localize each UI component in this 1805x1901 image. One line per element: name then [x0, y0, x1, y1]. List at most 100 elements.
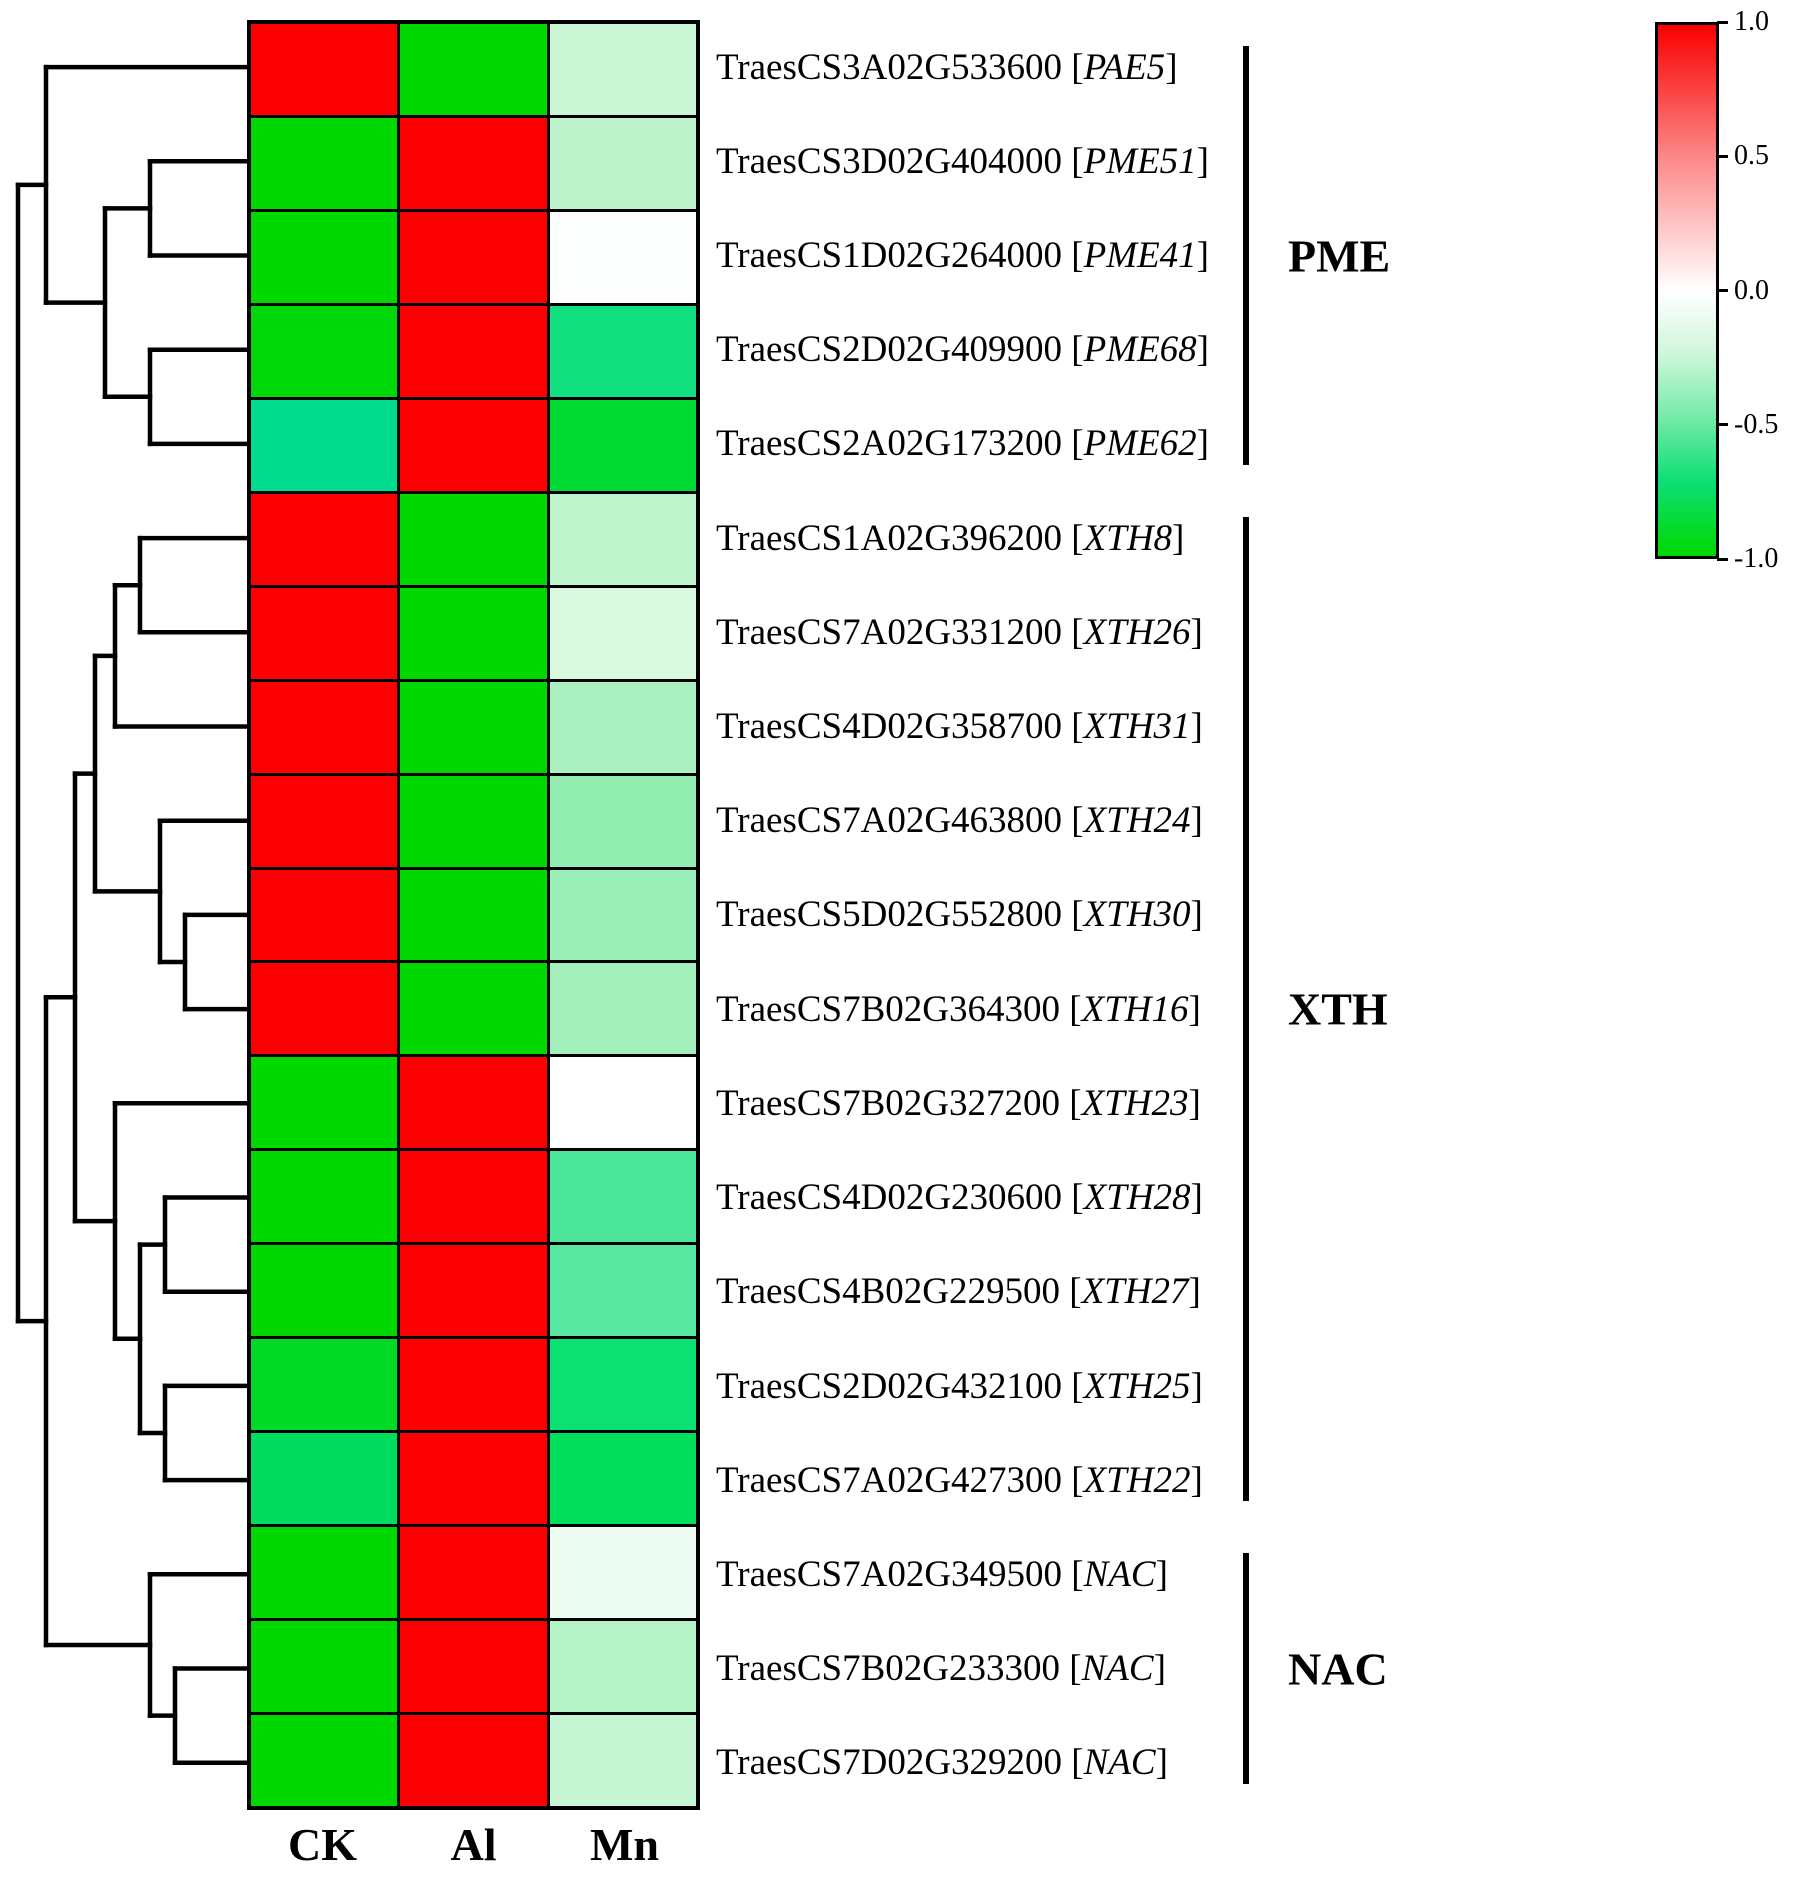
heatmap-cell	[400, 681, 547, 773]
colorbar-tick	[1717, 557, 1728, 561]
bracket: ]	[1188, 988, 1201, 1030]
bracket: ]	[1172, 517, 1185, 559]
colorbar-tick-label: -0.5	[1734, 408, 1779, 440]
gene-id: TraesCS4D02G230600 [	[716, 1177, 1084, 1219]
heatmap-cell	[251, 24, 398, 115]
group-bracket-xth	[1243, 517, 1249, 1502]
row-label: TraesCS1A02G396200 [XTH8]	[716, 491, 1184, 585]
heatmap-cell	[251, 399, 398, 491]
row-label: TraesCS4B02G229500 [XTH27]	[716, 1245, 1201, 1339]
heatmap-cell	[251, 211, 398, 303]
heatmap-cell	[549, 1057, 696, 1149]
group-bracket-nac	[1243, 1553, 1249, 1784]
heatmap-cell	[251, 587, 398, 679]
gene-name: XTH28	[1083, 1177, 1191, 1219]
bracket: ]	[1190, 1177, 1203, 1219]
gene-id: TraesCS7A02G427300 [	[716, 1459, 1084, 1501]
heatmap-cell	[251, 1245, 398, 1337]
gene-name: PME51	[1083, 140, 1197, 182]
group-label-pme: PME	[1288, 230, 1391, 282]
bracket: ]	[1190, 706, 1203, 748]
heatmap-cell	[251, 869, 398, 961]
gene-id: TraesCS7D02G329200 [	[716, 1742, 1084, 1784]
gene-id: TraesCS2D02G432100 [	[716, 1365, 1084, 1407]
heatmap-cell	[549, 399, 696, 491]
heatmap-cell	[400, 1245, 547, 1337]
heatmap-cell	[251, 493, 398, 585]
heatmap-cell	[400, 305, 547, 397]
row-label: TraesCS7A02G463800 [XTH24]	[716, 774, 1203, 868]
heatmap-cell	[400, 399, 547, 491]
gene-name: XTH8	[1083, 517, 1173, 559]
row-label: TraesCS7A02G427300 [XTH22]	[716, 1433, 1203, 1527]
row-label: TraesCS5D02G552800 [XTH30]	[716, 868, 1203, 962]
gene-id: TraesCS2D02G409900 [	[716, 329, 1084, 371]
heatmap-cell	[251, 1151, 398, 1243]
gene-id: TraesCS5D02G552800 [	[716, 894, 1084, 936]
bracket: ]	[1190, 1365, 1203, 1407]
heatmap-cell	[400, 1151, 547, 1243]
row-label: TraesCS2D02G409900 [PME68]	[716, 303, 1209, 397]
gene-name: XTH25	[1083, 1365, 1191, 1407]
heatmap-cell	[251, 305, 398, 397]
heatmap-cell	[549, 775, 696, 867]
heatmap-cell	[549, 1151, 696, 1243]
heatmap-cell	[549, 1621, 696, 1713]
gene-name: PME68	[1083, 329, 1197, 371]
colorbar-tick-label: 0.5	[1734, 140, 1769, 172]
group-label-nac: NAC	[1288, 1643, 1388, 1695]
gene-name: XTH22	[1083, 1459, 1191, 1501]
heatmap-cell	[251, 1433, 398, 1525]
gene-name: XTH16	[1081, 988, 1189, 1030]
gene-id: TraesCS4D02G358700 [	[716, 706, 1084, 748]
bracket: ]	[1190, 611, 1203, 653]
colorbar-tick	[1717, 154, 1728, 158]
group-bracket-pme	[1243, 46, 1249, 466]
heatmap-cell	[400, 869, 547, 961]
bracket: ]	[1188, 1082, 1201, 1124]
gene-id: TraesCS2A02G173200 [	[716, 423, 1084, 465]
bracket: ]	[1155, 1553, 1168, 1595]
row-label: TraesCS7B02G327200 [XTH23]	[716, 1056, 1201, 1150]
colorbar-tick	[1717, 289, 1728, 292]
gene-name: XTH26	[1083, 611, 1191, 653]
heatmap-cell	[549, 211, 696, 303]
bracket: ]	[1190, 800, 1203, 842]
gene-name: NAC	[1081, 1648, 1154, 1690]
heatmap-cell	[549, 24, 696, 115]
row-label: TraesCS3A02G533600 [PAE5]	[716, 20, 1178, 114]
heatmap-cell	[400, 587, 547, 679]
heatmap-cell	[400, 1057, 547, 1149]
heatmap-cell	[251, 681, 398, 773]
heatmap-cell	[549, 305, 696, 397]
gene-id: TraesCS3A02G533600 [	[716, 46, 1084, 88]
colorbar-tick-label: -1.0	[1734, 543, 1779, 574]
bracket: ]	[1196, 423, 1209, 465]
bracket: ]	[1196, 140, 1209, 182]
heatmap-cell	[549, 1245, 696, 1337]
gene-id: TraesCS7A02G463800 [	[716, 800, 1084, 842]
heatmap-cell	[251, 775, 398, 867]
heatmap-cell	[400, 1621, 547, 1713]
gene-id: TraesCS1A02G396200 [	[716, 517, 1084, 559]
heatmap-cell	[400, 211, 547, 303]
row-label: TraesCS4D02G230600 [XTH28]	[716, 1151, 1203, 1245]
bracket: ]	[1188, 1271, 1201, 1313]
heatmap-cell	[400, 775, 547, 867]
gene-name: XTH27	[1081, 1271, 1189, 1313]
gene-name: XTH24	[1083, 800, 1191, 842]
heatmap-cell	[549, 963, 696, 1055]
bracket: ]	[1190, 1459, 1203, 1501]
heatmap-cell	[251, 1527, 398, 1619]
gene-name: NAC	[1083, 1742, 1156, 1784]
heatmap-cell	[400, 1339, 547, 1431]
gene-id: TraesCS7B02G364300 [	[716, 988, 1082, 1030]
row-label: TraesCS2A02G173200 [PME62]	[716, 397, 1209, 491]
heatmap-cell	[549, 1715, 696, 1806]
gene-id: TraesCS7B02G327200 [	[716, 1082, 1082, 1124]
heatmap-cell	[400, 117, 547, 209]
row-label: TraesCS1D02G264000 [PME41]	[716, 208, 1209, 302]
heatmap-cell	[400, 493, 547, 585]
